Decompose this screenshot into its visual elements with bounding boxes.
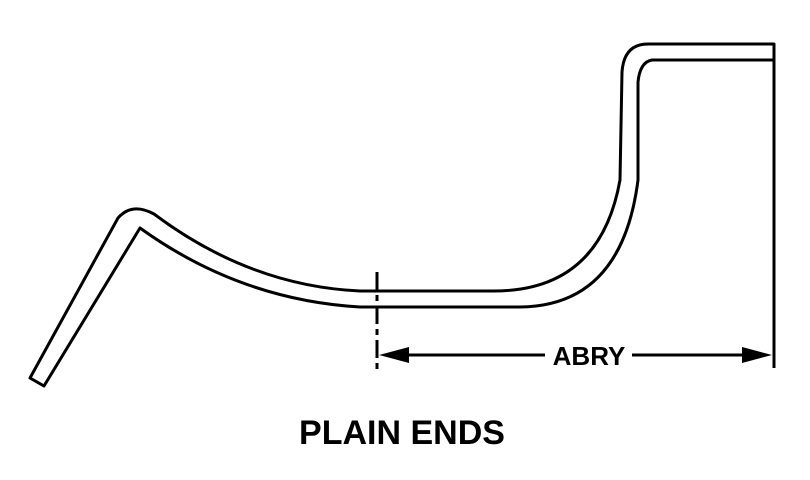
diagram-caption: PLAIN ENDS <box>299 414 505 452</box>
dimension-label: ABRY <box>553 341 626 371</box>
arrowhead-left-icon <box>379 347 409 363</box>
bent-tube-outline <box>28 42 776 388</box>
arrowhead-right-icon <box>742 347 772 363</box>
